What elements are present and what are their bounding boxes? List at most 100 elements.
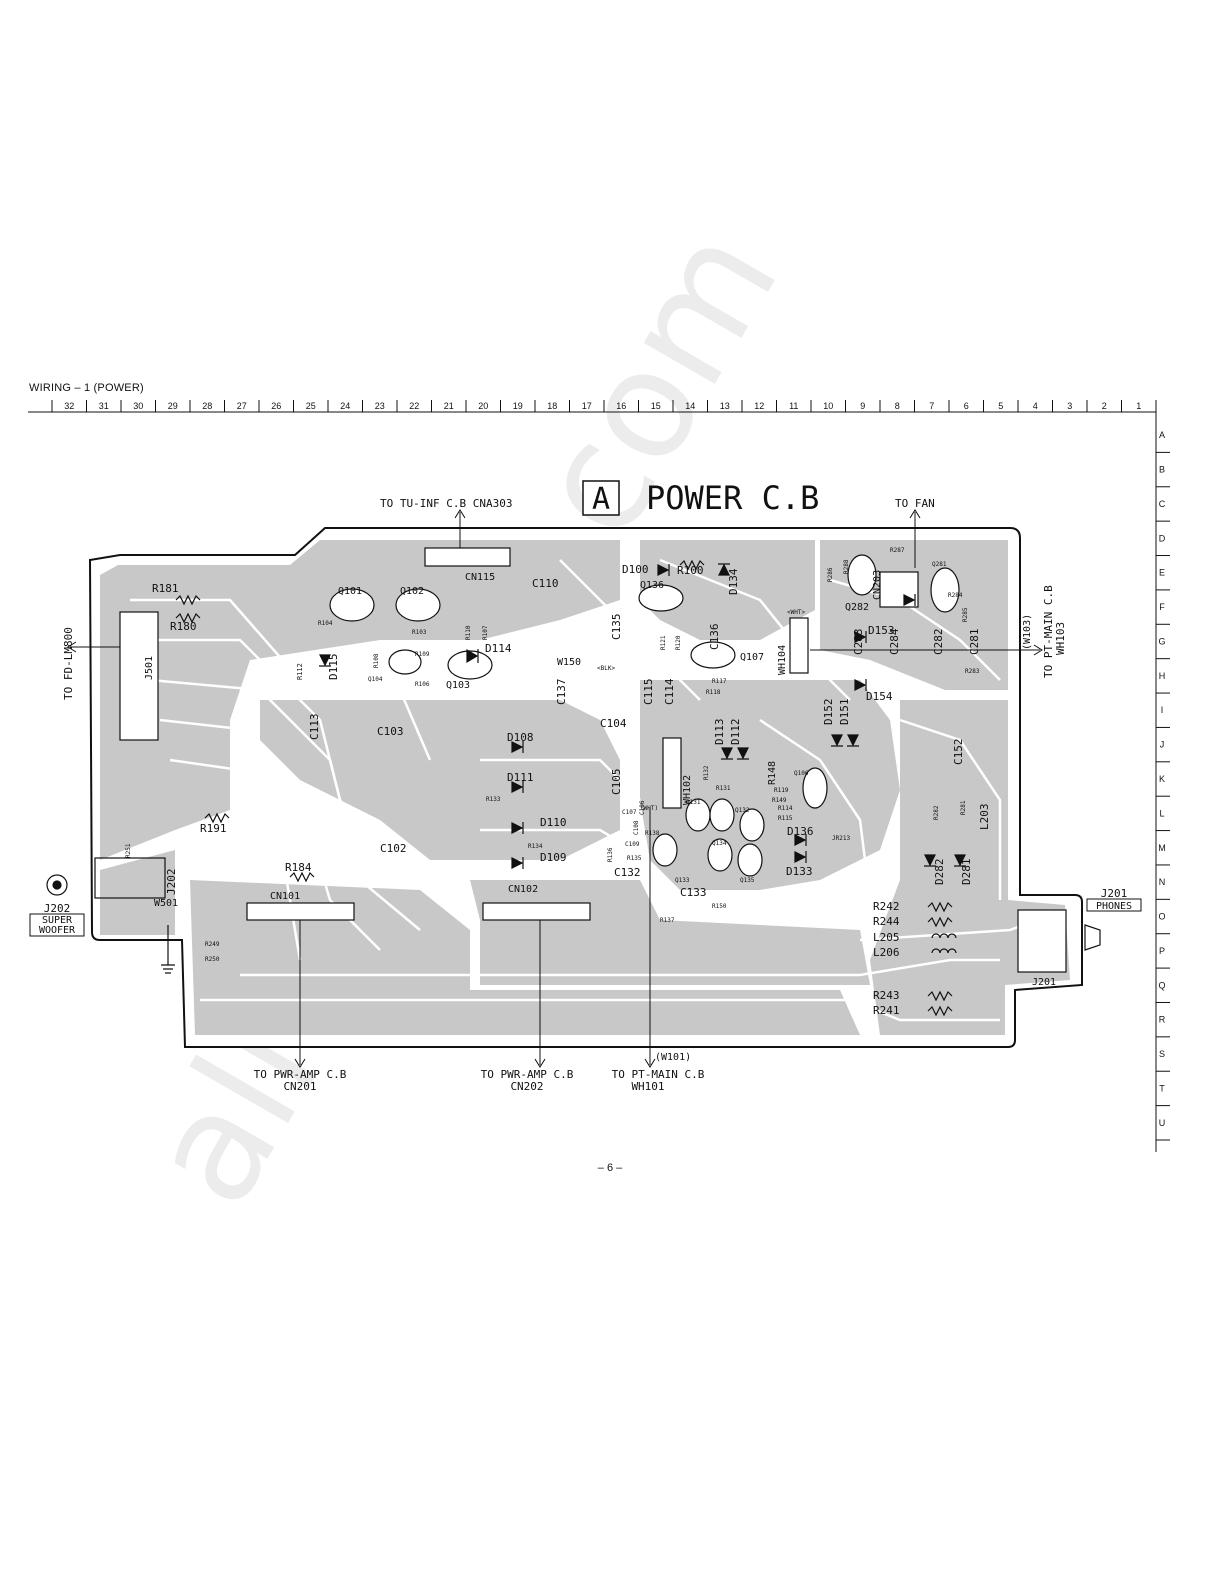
grid-column-label: 8 — [895, 401, 900, 411]
r286-label: R286 — [827, 567, 834, 582]
pt-main-w103-label: TO PT-MAIN C.B — [1042, 585, 1055, 678]
r104-label: R104 — [318, 620, 333, 627]
grid-row-label: F — [1159, 602, 1165, 612]
r131-label: R131 — [716, 785, 731, 792]
r118-label: R118 — [706, 689, 721, 696]
connection-arrows — [67, 509, 1043, 1068]
grid-row-label: N — [1159, 877, 1166, 887]
grid-row-label: E — [1159, 568, 1165, 578]
r115-label: R115 — [778, 815, 793, 822]
pwr-amp-2-label: TO PWR-AMP C.B — [481, 1068, 574, 1081]
grid-column-label: 27 — [237, 401, 247, 411]
component-symbols — [46, 547, 1101, 974]
grid-column-label: 24 — [340, 401, 350, 411]
r191-label: R191 — [200, 822, 227, 835]
grid-column-label: 12 — [754, 401, 764, 411]
cn115-label: CN115 — [465, 572, 495, 583]
w150-label: W150 — [557, 657, 581, 668]
c110-label: C110 — [532, 577, 559, 590]
c104-label: C104 — [600, 717, 627, 730]
board-badge-box — [582, 480, 620, 516]
r133-label: R133 — [486, 796, 501, 803]
grid-column-label: 3 — [1067, 401, 1072, 411]
super-woofer-jack-pin — [52, 880, 62, 890]
q136-transistor-outline — [638, 584, 684, 612]
grid-row-label: A — [1159, 430, 1165, 440]
r242-label: R242 — [873, 900, 900, 913]
grid-row-label: I — [1161, 705, 1164, 715]
pt-main-w103-sub: WH103 — [1054, 622, 1067, 655]
c152-label: C152 — [952, 739, 965, 766]
q132-transistor-outline — [709, 798, 735, 832]
grid-column-label: 18 — [547, 401, 557, 411]
board-name: POWER C.B — [646, 479, 819, 517]
headphone-jack-icon — [1084, 924, 1101, 951]
d136-label: D136 — [787, 825, 814, 838]
grid-column-label: 1 — [1136, 401, 1141, 411]
c133-label: C133 — [680, 886, 707, 899]
c106-label: C106 — [639, 800, 646, 815]
grid-column-label: 25 — [306, 401, 316, 411]
pt-main-w101-tag: (W101) — [655, 1052, 691, 1063]
q135-transistor-outline — [707, 838, 733, 872]
q107-label: Q107 — [740, 652, 764, 663]
r181-label: R181 — [152, 582, 179, 595]
q104-label: Q104 — [368, 676, 383, 683]
l203-label: L203 — [978, 804, 991, 831]
q103-label: Q103 — [446, 680, 470, 691]
inductor-symbols — [931, 933, 957, 954]
c103-label: C103 — [377, 725, 404, 738]
wht-tag-2: (WHT) — [640, 805, 658, 812]
r288-label: R288 — [843, 559, 850, 574]
phones-ref: J201 — [1101, 887, 1128, 900]
c109-label: C109 — [625, 841, 640, 848]
grid-row-label: S — [1159, 1049, 1165, 1059]
d151-label: D151 — [838, 699, 851, 726]
grid-row-label: U — [1159, 1118, 1166, 1128]
r106-label: R106 — [415, 681, 430, 688]
grid-column-label: 23 — [375, 401, 385, 411]
super-woofer-line2: WOOFER — [39, 925, 76, 936]
wh102-label: WH102 — [682, 775, 693, 805]
wh102-connector-outline — [662, 737, 682, 809]
c114-label: C114 — [663, 678, 676, 705]
grid-column-label: 17 — [582, 401, 592, 411]
grid-column-label: 5 — [998, 401, 1003, 411]
r107-label: R107 — [482, 625, 489, 640]
j501-label: J501 — [144, 656, 155, 680]
grid-column-label: 28 — [202, 401, 212, 411]
r100-label: R100 — [677, 564, 704, 577]
r109-label: R109 — [415, 651, 430, 658]
r108-label: R108 — [373, 653, 380, 668]
q132-label: Q132 — [735, 807, 750, 814]
grid-row-label: D — [1159, 533, 1166, 543]
d154-label: D154 — [866, 690, 893, 703]
grid-column-label: 19 — [513, 401, 523, 411]
c108-label: C108 — [633, 820, 640, 835]
d115-label: D115 — [327, 654, 340, 681]
r285-label: R285 — [962, 607, 969, 622]
r114-label: R114 — [778, 805, 793, 812]
grid-row-label: T — [1159, 1083, 1165, 1093]
c283-label: C283 — [852, 629, 865, 656]
r250-label: R250 — [205, 956, 220, 963]
q102-transistor-outline — [395, 588, 441, 622]
r119-label: R119 — [774, 787, 789, 794]
r281-label: R281 — [960, 800, 967, 815]
q133-transistor-outline — [739, 808, 765, 842]
grid-row-label: Q — [1158, 980, 1165, 990]
grid-column-label: 13 — [720, 401, 730, 411]
r137-label: R137 — [660, 917, 675, 924]
r282-label: R282 — [933, 805, 940, 820]
c281-label: C281 — [968, 629, 981, 656]
c107-label: C107 — [622, 809, 637, 816]
grid-column-label: 7 — [929, 401, 934, 411]
r138-label: R138 — [645, 830, 660, 837]
r243-label: R243 — [873, 989, 900, 1002]
c113-label: C113 — [308, 714, 321, 741]
fan-label: TO FAN — [895, 497, 935, 510]
r112-label: R112 — [296, 663, 304, 680]
tu-inf-label: TO TU-INF C.B CNA303 — [380, 497, 512, 510]
